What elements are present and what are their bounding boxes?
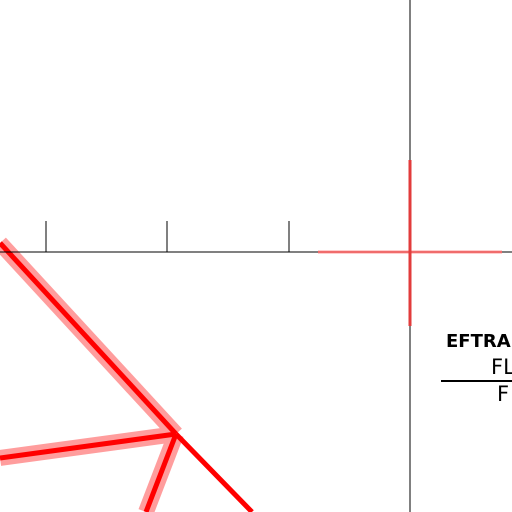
- waypoint-label-f: F: [497, 382, 510, 406]
- route-line-c[interactable]: [143, 433, 179, 512]
- route-line-d[interactable]: [174, 432, 254, 512]
- route-halos: [0, 237, 184, 512]
- route-line-a[interactable]: [0, 241, 178, 436]
- route-lines: [0, 241, 254, 512]
- waypoint-label-fl: FL: [491, 355, 512, 379]
- waypoint-label-divider: [441, 380, 512, 382]
- crosshair-marker[interactable]: [318, 160, 502, 326]
- waypoint-label-name[interactable]: EFTRA: [446, 331, 511, 352]
- route-line-b[interactable]: [0, 431, 177, 461]
